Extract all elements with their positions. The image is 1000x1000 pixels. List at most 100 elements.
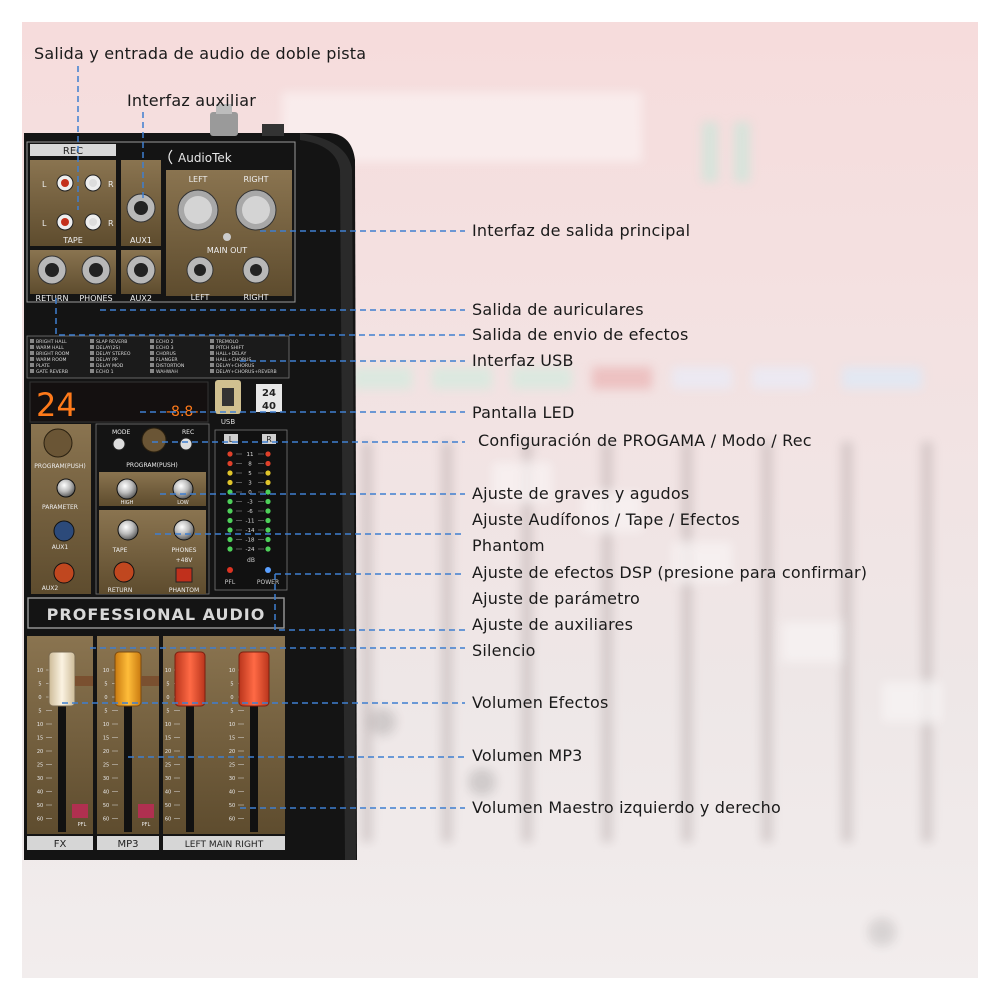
effect-marker — [90, 339, 94, 343]
program-knob[interactable] — [43, 428, 73, 458]
meter-scale-label: -11 — [246, 519, 255, 525]
effect-marker — [30, 345, 34, 349]
effect-marker — [150, 363, 154, 367]
meter-led-left — [227, 451, 233, 457]
phones-knob-label: PHONES — [172, 547, 197, 554]
annotation-usb: Interfaz USB — [472, 351, 574, 370]
led-display — [29, 381, 209, 423]
aux2-knob-label: AUX2 — [42, 585, 59, 592]
annotation-phones-out: Salida de auriculares — [472, 300, 644, 319]
fader-scale-label: 25 — [37, 763, 43, 769]
effect-item: DELAY+CHORUS — [216, 363, 254, 369]
fader-scale-label: 5 — [166, 682, 169, 688]
phones-knob[interactable] — [173, 519, 195, 541]
fader-scale-label: 0 — [38, 695, 41, 701]
meter-scale-label: -6 — [247, 509, 253, 515]
effect-marker — [210, 357, 214, 361]
power-led — [265, 567, 271, 573]
mp3-pfl-label: PFL — [142, 822, 151, 828]
meter-led-left — [227, 460, 233, 467]
phantom-button[interactable] — [175, 567, 193, 583]
effect-marker — [90, 369, 94, 373]
bit-badge — [256, 384, 282, 412]
level-meter — [214, 429, 288, 591]
top-switch — [262, 124, 284, 136]
effect-marker — [150, 357, 154, 361]
high-knob[interactable] — [116, 478, 138, 500]
fx-label: FX — [54, 839, 67, 850]
aux1-knob[interactable] — [53, 520, 75, 542]
annotation-eq: Ajuste de graves y agudos — [472, 484, 690, 503]
fader-scale-label: 0 — [230, 695, 233, 701]
mp3-mute-tab[interactable] — [141, 676, 159, 686]
meter-led-left — [227, 470, 233, 476]
meter-led-left — [227, 479, 233, 486]
usb-label: USB — [221, 418, 236, 426]
aux2-knob[interactable] — [53, 562, 75, 584]
meter-pfl-label: PFL — [225, 579, 236, 586]
fx-mute-tab[interactable] — [75, 676, 93, 686]
tape-io-panel — [30, 160, 116, 246]
return-knob[interactable] — [113, 561, 135, 583]
mode-button[interactable] — [112, 437, 126, 451]
effect-item: ECHO 2 — [156, 339, 174, 345]
left-main-right-label: LEFT MAIN RIGHT — [185, 840, 264, 850]
tape-knob[interactable] — [117, 519, 139, 541]
effect-item: CHORUS — [156, 351, 176, 357]
effect-marker — [150, 345, 154, 349]
fx-label-bar — [27, 836, 93, 850]
meter-led-right — [265, 460, 271, 467]
tape-l-top: L — [42, 180, 47, 189]
fader-scale-label: 30 — [229, 776, 235, 782]
rec-button-label: REC — [182, 429, 194, 436]
fader-scale-label: 30 — [165, 776, 171, 782]
effect-item: ECHO 3 — [156, 345, 174, 351]
meter-scale-label: 5 — [248, 471, 252, 477]
fader-scale-label: 5 — [38, 682, 41, 688]
parameter-knob[interactable] — [56, 478, 76, 498]
effect-marker — [30, 363, 34, 367]
mp3-label: MP3 — [117, 839, 138, 850]
power-label: POWER — [257, 579, 279, 586]
effect-marker — [30, 357, 34, 361]
annotation-program: Configuración de PROGAMA / Modo / Rec — [478, 431, 812, 450]
effect-item: WARM ROOM — [36, 357, 66, 363]
meter-scale-label: 8 — [248, 462, 252, 468]
annotation-auxiliaries: Ajuste de auxiliares — [472, 615, 634, 634]
fx-pfl-button[interactable] — [72, 804, 88, 818]
bit-badge-top: 24 — [262, 388, 276, 399]
fader-scale-label: 10 — [37, 668, 43, 674]
effect-marker — [210, 363, 214, 367]
fader-scale-label: 60 — [37, 817, 43, 823]
rec-label: REC — [63, 146, 83, 157]
fader-scale-label: 30 — [37, 776, 43, 782]
rec-button[interactable] — [179, 437, 193, 451]
meter-led-left — [227, 546, 233, 552]
mp3-fader-track — [124, 670, 132, 832]
right-fader-track — [250, 670, 258, 832]
program-push-knob[interactable] — [141, 427, 167, 453]
fader-scale-label: 5 — [230, 709, 233, 715]
effect-item: SLAP REVERB — [96, 339, 127, 345]
mp3-pfl-button[interactable] — [138, 804, 154, 818]
annotation-parameter: Ajuste de parámetro — [472, 589, 641, 608]
meter-scale-label: -24 — [246, 547, 255, 553]
annotation-dsp: Ajuste de efectos DSP (presione para con… — [472, 563, 868, 582]
return-label: RETURN — [36, 294, 69, 303]
meter-led-right — [265, 451, 271, 457]
low-knob[interactable] — [172, 478, 194, 500]
main-out-label: MAIN OUT — [207, 246, 247, 255]
meter-led-left — [227, 536, 233, 543]
main-left-fader-knob[interactable] — [174, 651, 206, 707]
pfl-led — [227, 567, 233, 573]
fader-scale-label: 0 — [104, 695, 107, 701]
mp3-label-bar — [97, 836, 159, 850]
tape-r-top: R — [108, 180, 114, 189]
main-right-fader-knob[interactable] — [238, 651, 270, 707]
meter-db-label: dB — [247, 557, 255, 564]
aux1-label: AUX1 — [130, 236, 152, 245]
fader-scale-label: 40 — [165, 790, 171, 796]
main-out-left-top-label: LEFT — [189, 175, 208, 184]
fader-scale-label: 60 — [229, 817, 235, 823]
